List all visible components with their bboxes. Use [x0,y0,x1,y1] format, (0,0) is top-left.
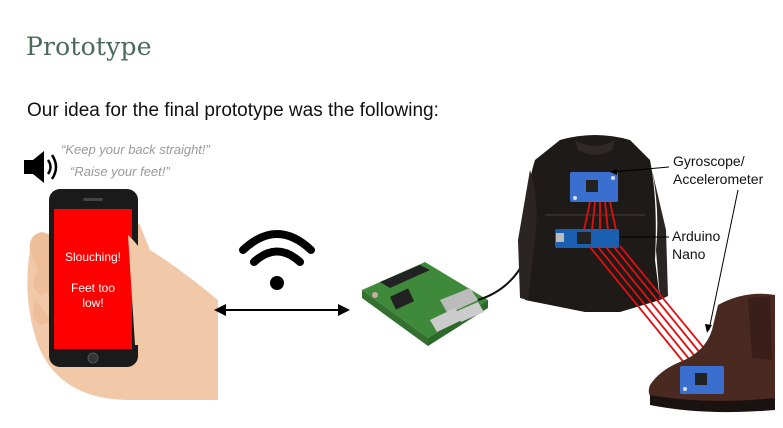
slide-subtitle: Our idea for the final prototype was the… [27,100,439,121]
red-wires-jacket [583,201,617,231]
phone-alert-feet: Feet too low! [56,281,130,311]
gyroscope-board-boot [680,366,724,394]
phone-screen [54,209,132,349]
boot-image [648,293,775,413]
double-arrow-icon [214,304,350,316]
phone-alert-slouching: Slouching! [64,250,122,264]
wifi-icon [239,230,315,290]
slide-title: Prototype [26,32,152,61]
gyroscope-label-line2: Accelerometer [673,171,764,187]
audio-message-feet: “Raise your feet!” [70,164,170,179]
phone-image [49,189,138,367]
phone-alert-feet-line1: Feet too [70,281,116,295]
gyroscope-label-line1: Gyroscope/ [673,153,745,169]
audio-message-back: “Keep your back straight!” [61,142,210,157]
arduino-label-line2: Nano [672,246,706,262]
raspberry-pi-image [362,262,488,346]
gyroscope-board-jacket [570,172,618,202]
speaker-icon [24,151,58,183]
arduino-label-line1: Arduino [672,228,721,244]
arduino-nano-board [555,229,619,248]
phone-alert-feet-line2: low! [82,296,104,310]
